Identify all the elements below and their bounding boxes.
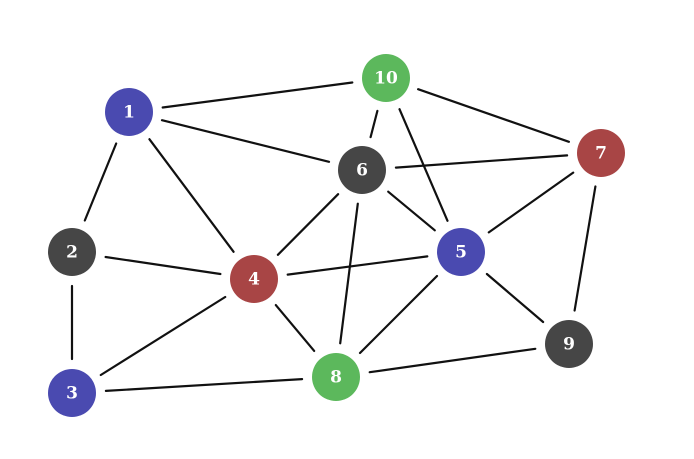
nodes-layer: 1 2 3 4 5 6 7 8 9 10 xyxy=(48,54,625,417)
edge-1-4 xyxy=(148,138,235,253)
node-7: 7 xyxy=(577,129,625,177)
edge-7-9 xyxy=(573,185,597,312)
node-1-label: 1 xyxy=(123,103,135,123)
node-1-circle xyxy=(105,88,153,136)
node-10: 10 xyxy=(362,54,410,102)
node-10-circle xyxy=(362,54,410,102)
node-3-circle xyxy=(48,369,96,417)
edge-5-9 xyxy=(485,272,545,324)
node-8: 8 xyxy=(312,353,360,401)
node-4: 4 xyxy=(230,255,278,303)
node-6-circle xyxy=(338,146,386,194)
edge-6-8 xyxy=(339,202,359,345)
node-5-label: 5 xyxy=(455,243,467,263)
edges-layer xyxy=(70,81,597,392)
node-10-label: 10 xyxy=(374,69,398,89)
edge-8-9 xyxy=(368,347,537,374)
node-8-circle xyxy=(312,353,360,401)
node-6-label: 6 xyxy=(356,161,368,181)
node-4-circle xyxy=(230,255,278,303)
edge-2-4 xyxy=(104,255,222,276)
node-7-label: 7 xyxy=(595,144,607,164)
node-9: 9 xyxy=(545,320,593,368)
node-2: 2 xyxy=(48,228,96,276)
edge-4-3 xyxy=(99,295,227,377)
node-1: 1 xyxy=(105,88,153,136)
node-5-circle xyxy=(437,228,485,276)
node-7-circle xyxy=(577,129,625,177)
edge-1-2 xyxy=(83,142,118,222)
edge-3-8 xyxy=(104,378,304,392)
node-3: 3 xyxy=(48,369,96,417)
node-2-circle xyxy=(48,228,96,276)
node-6: 6 xyxy=(338,146,386,194)
edge-6-4 xyxy=(276,193,340,256)
edge-4-8 xyxy=(274,304,316,352)
edge-10-6 xyxy=(369,109,379,139)
edge-5-8 xyxy=(358,274,439,355)
edge-1-6 xyxy=(160,119,331,163)
edge-7-5 xyxy=(487,171,575,234)
node-9-circle xyxy=(545,320,593,368)
edge-10-7 xyxy=(417,88,571,143)
node-3-label: 3 xyxy=(66,384,78,404)
node-4-label: 4 xyxy=(248,270,260,290)
edge-4-5 xyxy=(286,255,429,276)
node-9-label: 9 xyxy=(563,335,575,355)
node-8-label: 8 xyxy=(330,368,342,388)
edge-6-7 xyxy=(394,154,569,169)
edge-1-10 xyxy=(161,81,354,109)
node-5: 5 xyxy=(437,228,485,276)
edge-6-5 xyxy=(387,190,436,232)
node-2-label: 2 xyxy=(66,243,78,263)
